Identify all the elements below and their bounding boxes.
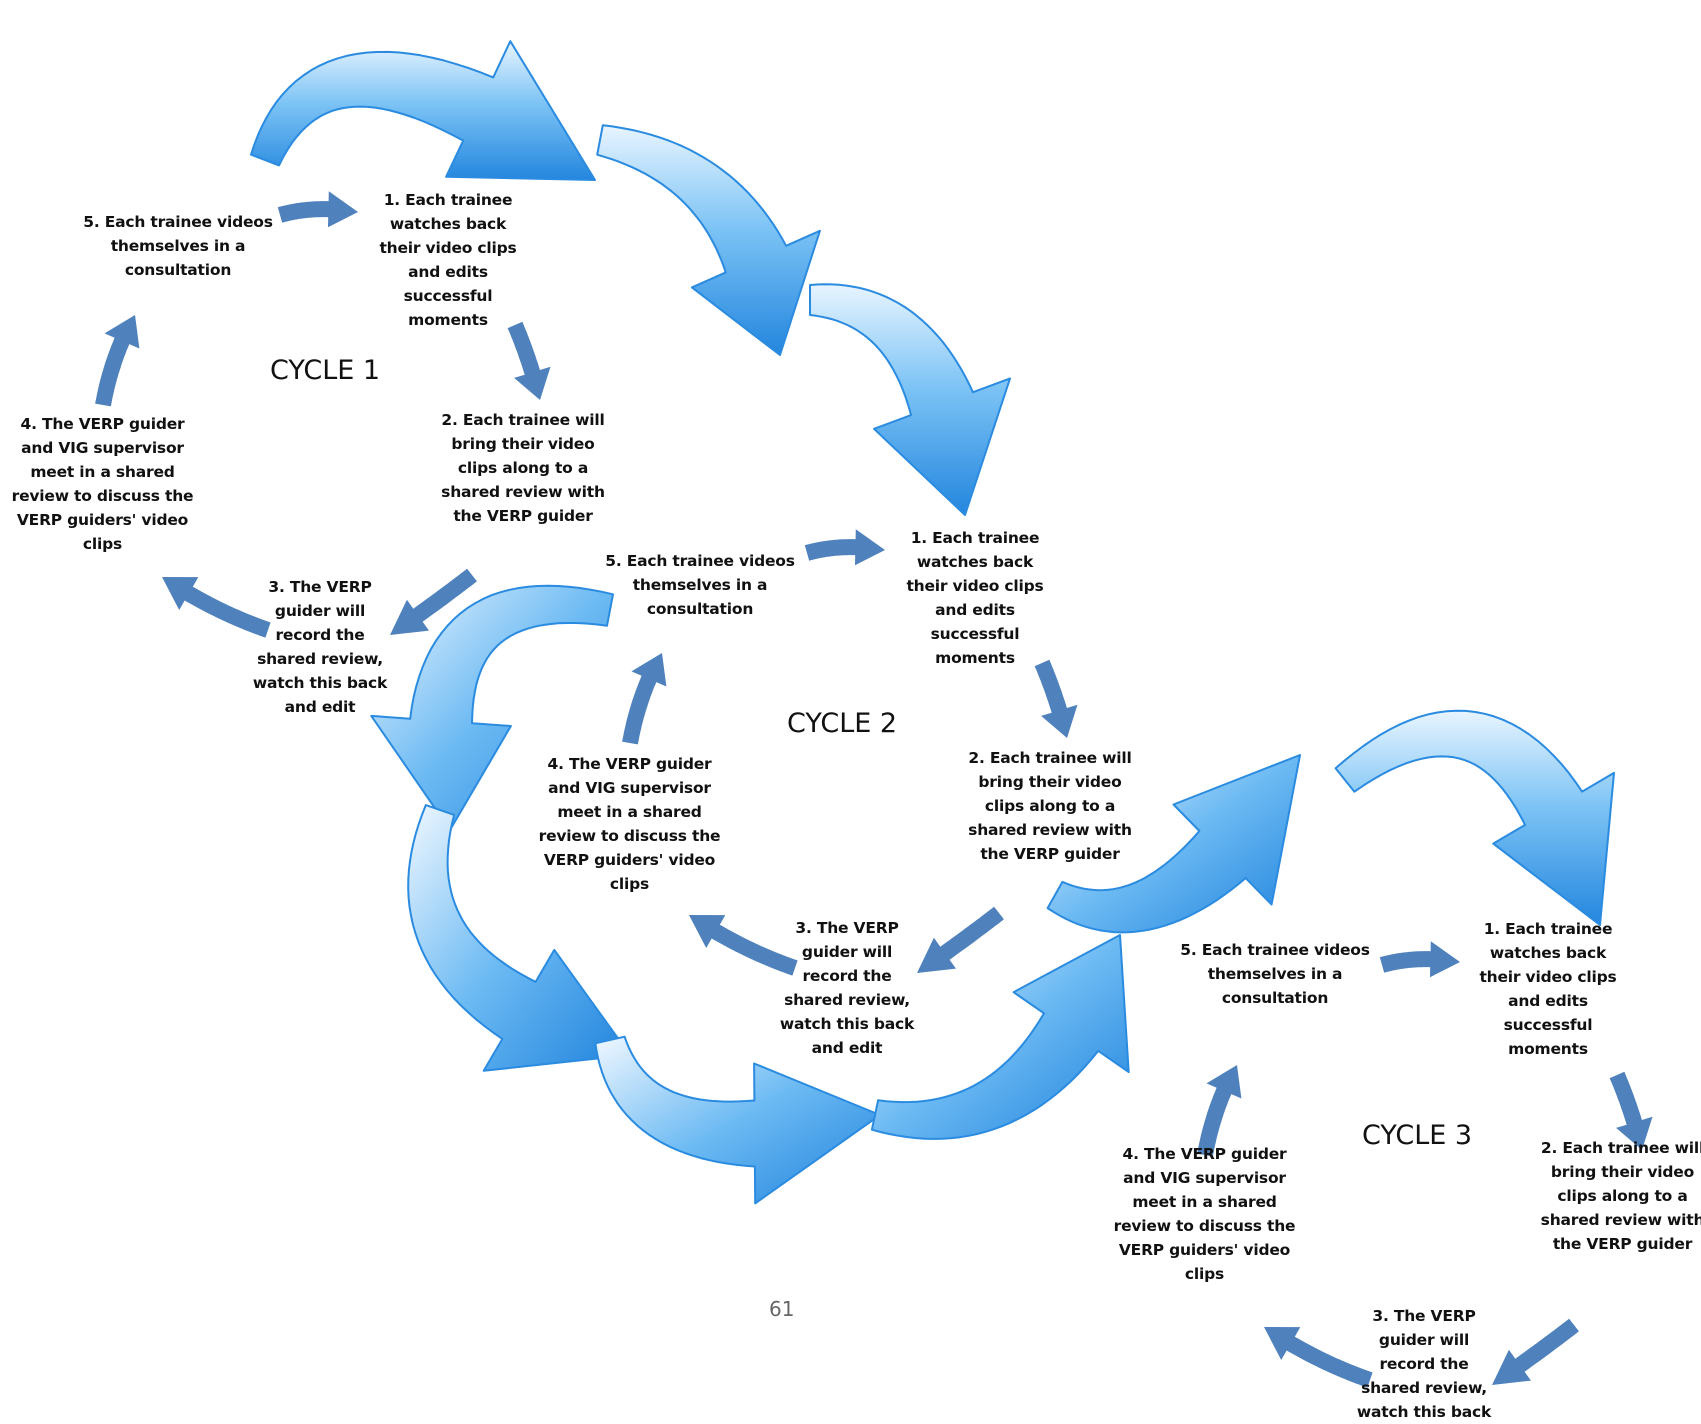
cycle-3-arrow-5 [1197, 1065, 1242, 1157]
cycle-1-step-5: 5. Each trainee videos themselves in a c… [83, 213, 273, 279]
cycle-1-arrow-1 [277, 191, 358, 228]
cycle-1-title: CYCLE 1 [270, 355, 381, 386]
big-arrow-7 [870, 934, 1130, 1140]
cycle-small-arrows [95, 191, 1653, 1388]
cycle-3-arrow-1 [1379, 941, 1460, 978]
cycle-3-arrow-4 [1264, 1327, 1373, 1388]
big-arrow-5 [407, 804, 631, 1072]
cycle-1-arrow-2 [507, 321, 551, 400]
cycle-2-step-1: 1. Each trainee watches back their video… [906, 529, 1044, 667]
cycle-1-step-4: 4. The VERP guider and VIG supervisor me… [11, 415, 194, 553]
big-arrow-1 [250, 40, 596, 181]
big-arrow-4 [370, 584, 614, 831]
cycle-1-arrow-5 [95, 315, 140, 407]
cycle-2-arrow-4 [689, 915, 798, 976]
big-arrow-8 [1046, 754, 1301, 934]
cycle-2-title: CYCLE 2 [787, 708, 898, 739]
connector-big-arrows [250, 40, 1615, 1205]
big-arrow-2 [596, 124, 821, 356]
cycle-2-arrow-2 [1034, 659, 1078, 738]
cycle-2-arrow-1 [804, 529, 885, 566]
cycle-3-arrow-2 [1609, 1071, 1653, 1150]
big-arrow-9 [1334, 709, 1615, 926]
cycle-2-step-3: 3. The VERP guider will record the share… [779, 919, 915, 1057]
cycle-3-step-2: 2. Each trainee will bring their video c… [1540, 1139, 1701, 1253]
cycle-3-title: CYCLE 3 [1362, 1120, 1473, 1151]
cycle-2-arrow-5 [622, 653, 667, 745]
cycle-3-step-4: 4. The VERP guider and VIG supervisor me… [1113, 1145, 1296, 1283]
cycle-2-step-4: 4. The VERP guider and VIG supervisor me… [538, 755, 721, 893]
cycle-3-step-5: 5. Each trainee videos themselves in a c… [1180, 941, 1370, 1007]
cycle-2-step-5: 5. Each trainee videos themselves in a c… [605, 552, 795, 618]
cycle-3-step-3: 3. The VERP guider will record the share… [1356, 1307, 1492, 1421]
cycle-1-step-3: 3. The VERP guider will record the share… [252, 578, 388, 716]
page-number: 61 [769, 1297, 795, 1321]
cycle-3-step-1: 1. Each trainee watches back their video… [1479, 920, 1617, 1058]
cycle-1-arrow-4 [162, 577, 271, 638]
big-arrow-6 [594, 1035, 881, 1205]
cycle-3-arrow-3 [1492, 1318, 1579, 1385]
cycle-2-arrow-3 [917, 906, 1004, 973]
cycle-1-step-1: 1. Each trainee watches back their video… [379, 191, 517, 329]
big-arrow-3 [809, 283, 1011, 516]
cycle-1-step-2: 2. Each trainee will bring their video c… [441, 411, 605, 525]
cycle-1-arrow-3 [390, 568, 477, 635]
cycle-2-step-2: 2. Each trainee will bring their video c… [968, 749, 1132, 863]
